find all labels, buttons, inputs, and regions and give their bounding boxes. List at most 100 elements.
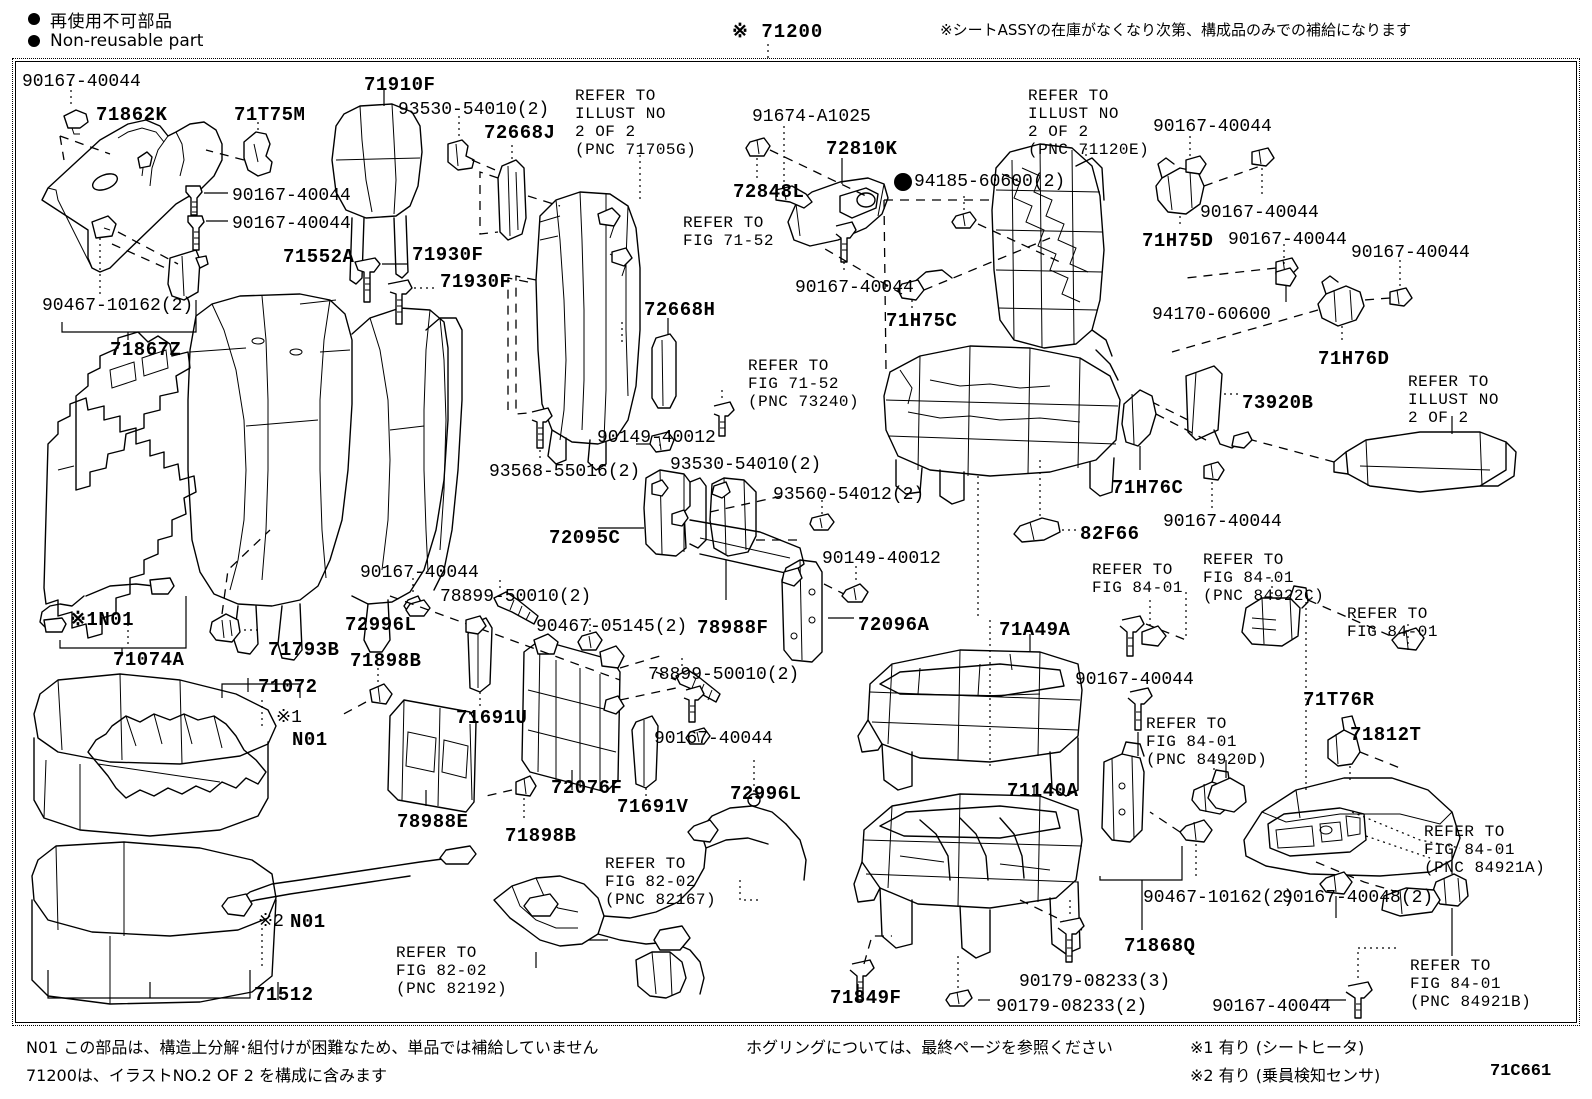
part-callout-90167-40044: 90167-40044	[654, 729, 773, 749]
legend-label-jp: 再使用不可部品	[50, 11, 173, 32]
part-callout-71691v: 71691V	[617, 796, 689, 818]
part-callout-91674-a1025: 91674-A1025	[752, 107, 871, 127]
part-callout-referto: REFER TO ILLUST NO 2 OF 2 (PNC 71705G)	[575, 87, 697, 159]
part-callout-72996l: 72996L	[345, 614, 417, 636]
part-callout-71812t: 71812T	[1350, 724, 1422, 746]
illustration-code: 71C661	[1490, 1062, 1552, 1081]
part-callout-93568-550162: 93568-55016(2)	[489, 462, 641, 482]
part-callout-94185-606002: 94185-60600(2)	[897, 172, 1065, 192]
part-callout-referto: REFER TO FIG 71-52	[683, 214, 774, 250]
part-callout-78899-500102: 78899-50010(2)	[440, 587, 592, 607]
part-callout-referto: REFER TO FIG 84-01	[1092, 561, 1183, 597]
legend-label-en: Non-reusable part	[50, 31, 204, 51]
part-callout-71a49a: 71A49A	[999, 619, 1071, 641]
part-callout-73920b: 73920B	[1242, 392, 1314, 414]
part-callout-94170-60600: 94170-60600	[1152, 305, 1271, 325]
part-callout-referto: REFER TO FIG 84-01 (PNC 84921A)	[1424, 823, 1546, 877]
part-callout-72848l: 72848L	[733, 181, 805, 203]
part-callout-93530-540102: 93530-54010(2)	[398, 100, 550, 120]
part-callout-n01: N01	[292, 729, 328, 751]
part-callout-71h76c: 71H76C	[1112, 477, 1184, 499]
part-callout-71074a: 71074A	[113, 649, 185, 671]
part-callout-referto: REFER TO FIG 71-52 (PNC 73240)	[748, 357, 860, 411]
assembly-reference: ※ 71200	[732, 21, 824, 43]
part-callout-72810k: 72810K	[826, 138, 898, 160]
part-callout-71h75d: 71H75D	[1142, 230, 1214, 252]
part-callout-82f66: 82F66	[1080, 523, 1140, 545]
part-callout-referto: REFER TO ILLUST NO 2 OF 2 (PNC 71120E)	[1028, 87, 1150, 159]
part-callout-72668h: 72668H	[644, 299, 716, 321]
part-callout-71910f: 71910F	[364, 74, 436, 96]
part-callout-referto: REFER TO FIG 84-01 (PNC 84922C)	[1203, 551, 1325, 605]
footer-notes: N01 この部品は、構造上分解･組付けが困難なため、単品では補給していません 7…	[12, 1032, 1580, 1094]
part-callout-90167-40044: 90167-40044	[1228, 230, 1347, 250]
part-callout-referto: REFER TO ILLUST NO 2 OF 2	[1408, 373, 1499, 427]
legend: 再使用不可部品 Non-reusable part	[28, 8, 448, 52]
part-callout-90167-40044: 90167-40044	[360, 563, 479, 583]
part-callout-90167-40044: 90167-40044	[1163, 512, 1282, 532]
part-callout-93530-540102: 93530-54010(2)	[670, 455, 822, 475]
part-callout-72095c: 72095C	[549, 527, 621, 549]
part-callout-90467-101622: 90467-10162(2)	[42, 296, 194, 316]
part-callout-71h75c: 71H75C	[886, 310, 958, 332]
part-callout-referto: REFER TO FIG 84-01 (PNC 84920D)	[1146, 715, 1268, 769]
part-callout-71512: 71512	[254, 984, 314, 1006]
part-callout-90167-400482: 90167-40048(2)	[1282, 888, 1434, 908]
part-callout-90467-101622: 90467-10162(2)	[1143, 888, 1295, 908]
part-callout-78899-500102: 78899-50010(2)	[648, 665, 800, 685]
part-callout-90167-40044: 90167-40044	[1153, 117, 1272, 137]
part-callout-71898b: 71898B	[505, 825, 577, 847]
part-callout-90167-40044: 90167-40044	[1200, 203, 1319, 223]
part-callout-90467-051452: 90467-05145(2)	[536, 617, 688, 637]
part-callout-71552a: 71552A	[283, 246, 355, 268]
part-callout-90167-40044: 90167-40044	[232, 186, 351, 206]
part-callout-72076f: 72076F	[551, 777, 623, 799]
header-supply-note: ※シートASSYの在庫がなくなり次第、構成品のみでの補給になります	[940, 21, 1412, 39]
part-callout-90167-40044: 90167-40044	[1212, 997, 1331, 1017]
part-callout-71h76d: 71H76D	[1318, 348, 1390, 370]
filled-circle-icon	[28, 13, 40, 25]
footer-n01-line2: 71200は、イラストNO.2 OF 2 を構成に含みます	[26, 1066, 387, 1085]
part-callout-71140a: 71140A	[1007, 780, 1079, 802]
part-callout-78988e: 78988E	[397, 811, 469, 833]
part-callout-71691u: 71691U	[456, 707, 528, 729]
part-callout-n01: N01	[290, 911, 326, 933]
part-callout-72096a: 72096A	[858, 614, 930, 636]
legend-row-en: Non-reusable part	[28, 30, 448, 52]
part-callout-90167-40044: 90167-40044	[232, 214, 351, 234]
part-callout-90149-40012: 90149-40012	[597, 428, 716, 448]
legend-row-jp: 再使用不可部品	[28, 8, 448, 32]
part-callout-90167-40044: 90167-40044	[1351, 243, 1470, 263]
part-callout-90167-40044: 90167-40044	[22, 72, 141, 92]
footer-hogring-note: ホグリングについては、最終ページを参照ください	[746, 1038, 1113, 1057]
footer-n01-line1: N01 この部品は、構造上分解･組付けが困難なため、単品では補給していません	[26, 1038, 599, 1057]
part-callout-90167-40044: 90167-40044	[795, 278, 914, 298]
diagram-frame	[12, 58, 1580, 1026]
part-callout-71930f: 71930F	[440, 271, 512, 293]
part-callout-71793b: 71793B	[268, 639, 340, 661]
part-callout-71072: 71072	[258, 676, 318, 698]
part-callout-71862k: 71862K	[96, 104, 168, 126]
filled-circle-icon	[28, 35, 40, 47]
part-callout-90179-082332: 90179-08233(2)	[996, 997, 1148, 1017]
part-callout-71t76r: 71T76R	[1303, 689, 1375, 711]
part-callout-71867z: 71867Z	[110, 339, 182, 361]
part-callout-1: ※1	[276, 708, 302, 728]
part-callout-71930f: 71930F	[412, 244, 484, 266]
part-callout-71849f: 71849F	[830, 987, 902, 1009]
part-callout-71898b: 71898B	[350, 650, 422, 672]
part-callout-2: ※2	[258, 912, 284, 932]
part-callout-90179-082333: 90179-08233(3)	[1019, 972, 1171, 992]
part-callout-1n01: ※1N01	[70, 609, 135, 631]
part-callout-72668j: 72668J	[484, 122, 556, 144]
part-callout-referto: REFER TO FIG 82-02 (PNC 82167)	[605, 855, 717, 909]
part-callout-72996l: 72996L	[730, 783, 802, 805]
part-callout-referto: REFER TO FIG 82-02 (PNC 82192)	[396, 944, 508, 998]
footer-note2: ※2 有り (乗員検知センサ)	[1190, 1066, 1381, 1085]
part-callout-93560-540122: 93560-54012(2)	[773, 485, 925, 505]
footer-note1: ※1 有り (シートヒータ)	[1190, 1038, 1365, 1057]
part-callout-referto: REFER TO FIG 84-01 (PNC 84921B)	[1410, 957, 1532, 1011]
part-callout-90149-40012: 90149-40012	[822, 549, 941, 569]
part-callout-78988f: 78988F	[697, 617, 769, 639]
